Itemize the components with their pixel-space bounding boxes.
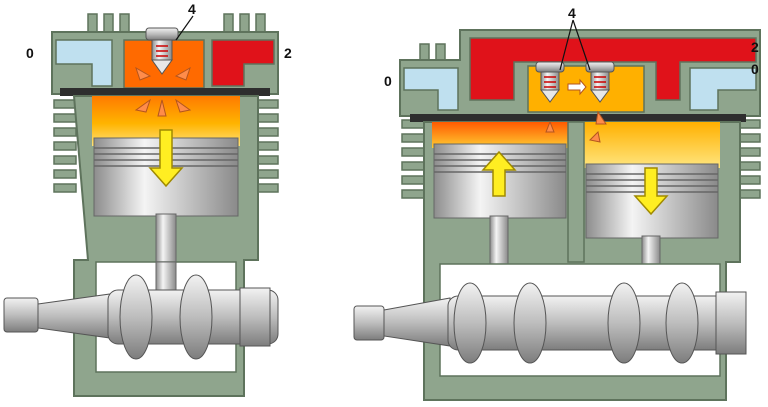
- label-valve-leader: [559, 19, 591, 71]
- valve-plate: [410, 114, 746, 122]
- label-inlet-left: 0: [384, 73, 392, 89]
- compression-gas-right: [584, 122, 720, 168]
- label-outlet: 2: [284, 45, 292, 61]
- label-inlet: 0: [26, 45, 34, 61]
- piston-motion-arrow-down: [148, 129, 184, 188]
- valve-right: [585, 61, 615, 103]
- valve: [145, 27, 179, 75]
- two-cylinder-compressor: 0 0 2 4: [353, 5, 761, 401]
- label-valve: 4: [188, 1, 196, 17]
- crankshaft: [3, 274, 279, 360]
- piston-motion-arrow-up: [481, 150, 517, 197]
- cylinder-divider: [567, 121, 585, 263]
- outlet-channel: [211, 39, 275, 87]
- label-valve: 4: [568, 5, 576, 21]
- single-stage-compressor: 0 2 4: [3, 1, 292, 397]
- inlet-channel-left: [403, 67, 459, 111]
- crankshaft: [353, 282, 747, 364]
- label-valve-leader: [175, 15, 194, 41]
- valve-left: [535, 61, 565, 103]
- label-inlet-right: 0: [751, 61, 759, 77]
- inlet-channel: [55, 39, 113, 87]
- gas-flow-arrows: [134, 66, 192, 117]
- outlet-channel: [469, 37, 757, 101]
- valve-plate: [60, 88, 270, 96]
- label-outlet: 2: [751, 39, 759, 55]
- transfer-arrow: [567, 78, 587, 96]
- gas-flow-arrows: [545, 110, 607, 143]
- inlet-channel-right: [689, 67, 757, 111]
- piston-motion-arrow-down: [633, 167, 669, 216]
